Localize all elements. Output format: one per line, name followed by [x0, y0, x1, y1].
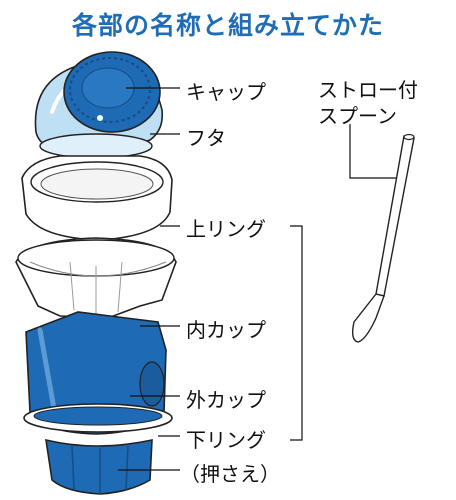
page-title: 各部の名称と組み立てかた [71, 11, 384, 40]
leader-lines [118, 87, 303, 471]
label-presser: （押さえ） [180, 462, 280, 486]
upper-ring [21, 155, 173, 241]
label-outer-cup: 外カップ [186, 388, 266, 412]
label-lid: フタ [186, 126, 226, 150]
cap [63, 51, 161, 133]
label-upper-ring: 上リング [186, 217, 266, 241]
straw-spoon [349, 124, 415, 343]
label-lower-ring: 下リング [186, 428, 266, 452]
label-spoon-line2: スプーン [318, 104, 397, 128]
lower-ring [23, 403, 173, 433]
label-spoon-line1: ストロー付 [318, 78, 418, 102]
inner-cup [15, 237, 177, 319]
label-inner-cup: 内カップ [186, 318, 266, 342]
label-cap: キャップ [186, 80, 266, 104]
presser [45, 438, 153, 495]
